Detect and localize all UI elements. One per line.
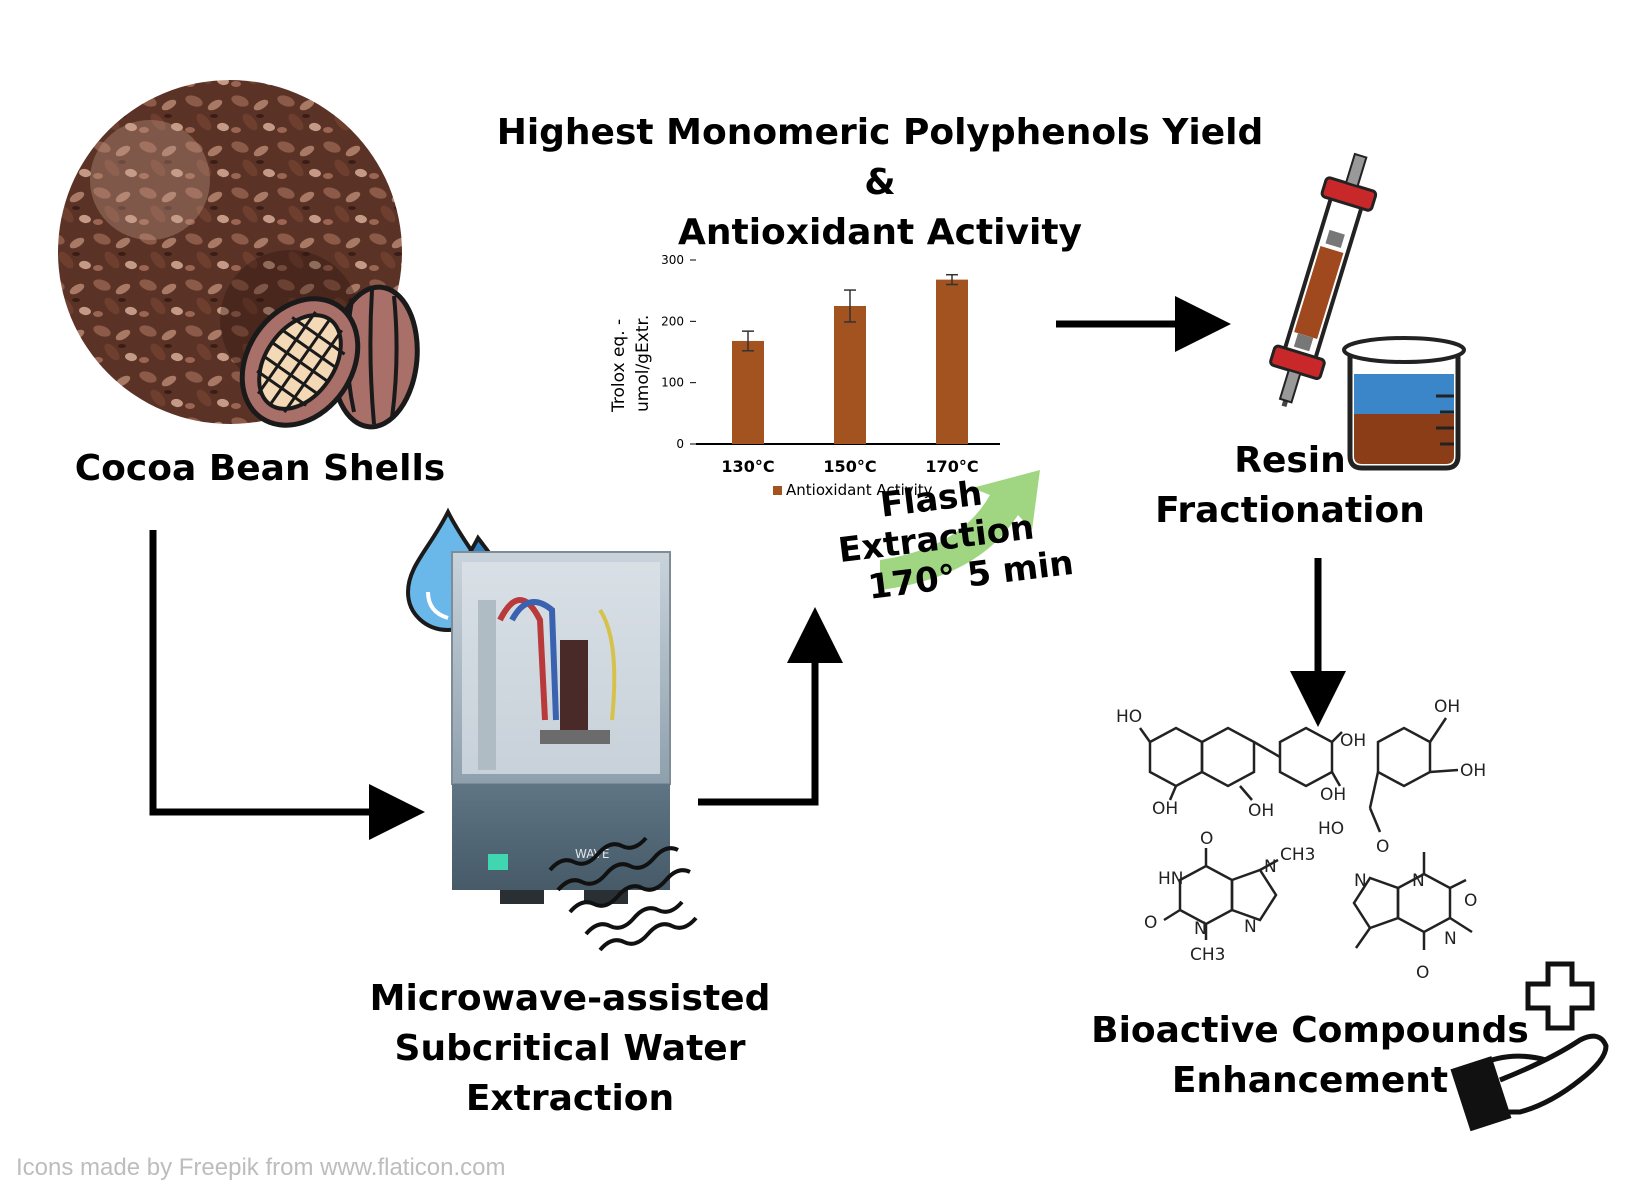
cocoa-label-text: Cocoa Bean Shells <box>74 448 446 489</box>
chem-label: N <box>1194 919 1207 939</box>
chem-label: HN <box>1158 869 1184 889</box>
chem-label: O <box>1144 913 1157 933</box>
chart-ytick-label: 200 <box>661 314 684 328</box>
chem-label: O <box>1464 891 1477 911</box>
chem-label: OH <box>1152 799 1178 819</box>
chart-ytick-label: 100 <box>661 376 684 390</box>
title-line-2: & <box>864 162 896 203</box>
microwave-extraction-label: Microwave-assisted Subcritical Water Ext… <box>350 974 790 1124</box>
chem-label: OH <box>1340 731 1366 751</box>
icon-credit: Icons made by Freepik from www.flaticon.… <box>16 1154 506 1181</box>
microwave-label-line-1: Microwave-assisted <box>369 978 771 1019</box>
chart-ylabel-line-1: Trolox eq. - <box>609 319 629 413</box>
chart-legend-swatch <box>773 486 782 495</box>
chart-category-label: 150°C <box>823 457 876 476</box>
chart-ytick-label: 300 <box>661 253 684 267</box>
chart-ylabel-line-2: umol/gExtr. <box>633 315 653 412</box>
chem-label: N <box>1354 871 1367 891</box>
chem-label: OH <box>1320 785 1346 805</box>
chem-label: CH3 <box>1280 845 1315 865</box>
bioactive-compounds-label: Bioactive Compounds Enhancement <box>1070 1006 1550 1106</box>
chem-label: OH <box>1434 697 1460 717</box>
flash-extraction-arrow-icon <box>880 470 1040 590</box>
microwave-label-line-2: Subcritical Water <box>394 1028 746 1069</box>
chart-category-label: 130°C <box>721 457 774 476</box>
chart-bar <box>732 340 764 444</box>
resin-label-line-1: Resin <box>1234 440 1346 481</box>
chem-label: CH3 <box>1190 945 1225 965</box>
chemical-structures <box>1138 717 1473 950</box>
arrow-cocoa-to-microwave <box>149 530 425 840</box>
beaker-icon <box>1342 336 1466 471</box>
heat-waves-icon <box>548 836 698 952</box>
chem-label: OH <box>1248 801 1274 821</box>
chem-label: N <box>1444 929 1457 949</box>
chem-label: O <box>1200 829 1213 849</box>
arrow-microwave-to-chart <box>698 607 843 806</box>
chem-label: O <box>1376 837 1389 857</box>
microwave-device-image: WAVE <box>451 551 671 904</box>
cocoa-pod-icon <box>239 284 420 430</box>
resin-column-icon <box>1269 152 1378 408</box>
chart-ytick-label: 0 <box>676 437 684 451</box>
chart-legend-label: Antioxidant Activity <box>786 481 933 499</box>
resin-fractionation-label: Resin Fractionation <box>1140 436 1440 536</box>
microwave-label-line-3: Extraction <box>465 1078 675 1119</box>
bioactive-label-line-1: Bioactive Compounds <box>1091 1010 1529 1051</box>
chem-label: OH <box>1460 761 1486 781</box>
chem-label: N <box>1264 857 1277 877</box>
chart-category-label: 170°C <box>925 457 978 476</box>
chem-label: HO <box>1116 707 1142 727</box>
bioactive-label-line-2: Enhancement <box>1171 1060 1449 1101</box>
chart-bar <box>936 279 968 444</box>
title-line-1: Highest Monomeric Polyphenols Yield <box>496 112 1264 153</box>
title-line-3: Antioxidant Activity <box>678 212 1082 253</box>
resin-label-line-2: Fractionation <box>1155 490 1425 531</box>
chem-label: HO <box>1318 819 1344 839</box>
chem-label: N <box>1244 917 1257 937</box>
chem-label: O <box>1416 963 1429 983</box>
health-hand-icon <box>1450 961 1609 1132</box>
chem-label: N <box>1412 871 1425 891</box>
diagram-title: Highest Monomeric Polyphenols Yield & An… <box>440 108 1320 258</box>
chart-bar <box>834 306 866 444</box>
cocoa-bean-shells-label: Cocoa Bean Shells <box>40 444 480 494</box>
antioxidant-bar-chart: Trolox eq. - umol/gExtr. Antioxidant Act… <box>609 253 1000 499</box>
chemical-labels: HO OH OH OH OH OH OH HO O O HN O N CH3 N… <box>1116 697 1486 983</box>
